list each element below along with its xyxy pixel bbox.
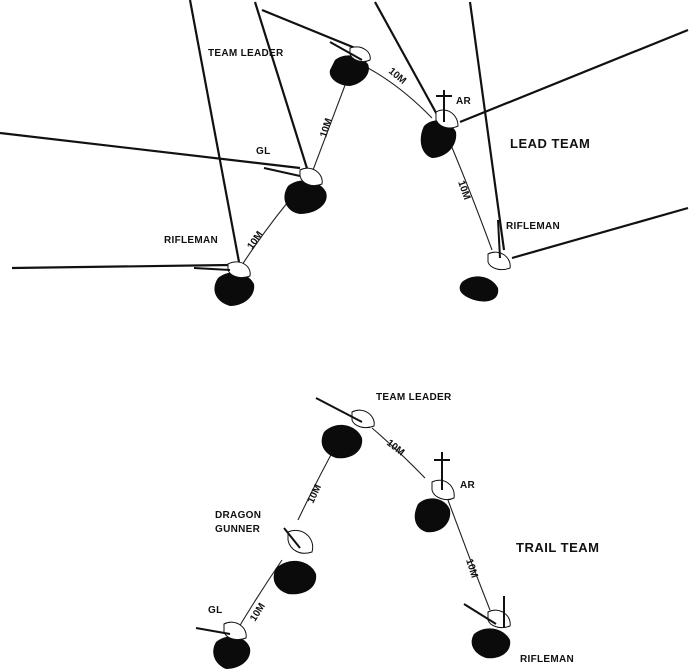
trail-gl-label: GL [208, 605, 223, 616]
trail-team-leader-figure [315, 397, 375, 459]
trail-gl-figure [195, 621, 251, 669]
trail-team-labels: TEAM LEADER AR TRAIL TEAM DRAGON GUNNER … [208, 392, 599, 665]
trail-team-leader-label: TEAM LEADER [376, 392, 452, 403]
trail-team-spacing-lines [235, 427, 491, 633]
lead-spacing-gl-rifleman: 10M [245, 229, 265, 251]
lead-team-distance-labels: 10M 10M 10M 10M [245, 66, 472, 252]
lead-ar-figure [420, 90, 459, 158]
trail-dragon-label-line2: GUNNER [215, 524, 261, 535]
trail-spacing-ar-rifleman: 10M [463, 558, 479, 580]
trail-ar-label: AR [460, 480, 476, 491]
trail-rifleman-label: RIFLEMAN [520, 654, 574, 665]
lead-team-sectors-of-fire [0, 0, 689, 279]
lead-rifleman-right-figure [459, 219, 511, 302]
lead-spacing-ar-rifleman: 10M [455, 179, 472, 201]
trail-rifleman-figure [463, 596, 511, 659]
trail-spacing-tl-dragon: 10M [306, 483, 324, 505]
lead-team-labels: TEAM LEADER AR LEAD TEAM GL RIFLEMAN RIF… [164, 48, 590, 246]
lead-spacing-tl-gl: 10M [318, 117, 334, 139]
lead-ar-label: AR [456, 96, 472, 107]
lead-team-leader-figure [329, 41, 371, 86]
lead-team-leader-label: TEAM LEADER [208, 48, 284, 59]
lead-gl-label: GL [256, 146, 271, 157]
trail-team-distance-labels: 10M 10M 10M 10M [248, 438, 479, 624]
trail-dragon-label-line1: DRAGON [215, 510, 261, 521]
lead-gl-figure [263, 167, 327, 214]
trail-dragon-gunner-figure [273, 527, 317, 595]
lead-team-name: LEAD TEAM [510, 136, 590, 151]
trail-ar-figure [414, 452, 455, 533]
lead-rifleman-left-figure [193, 261, 255, 306]
lead-spacing-tl-ar: 10M [386, 66, 408, 87]
trail-spacing-gl-dragon: 10M [248, 601, 268, 623]
trail-team-name: TRAIL TEAM [516, 540, 599, 555]
lead-rifleman-left-label: RIFLEMAN [164, 235, 218, 246]
lead-rifleman-right-label: RIFLEMAN [506, 221, 560, 232]
